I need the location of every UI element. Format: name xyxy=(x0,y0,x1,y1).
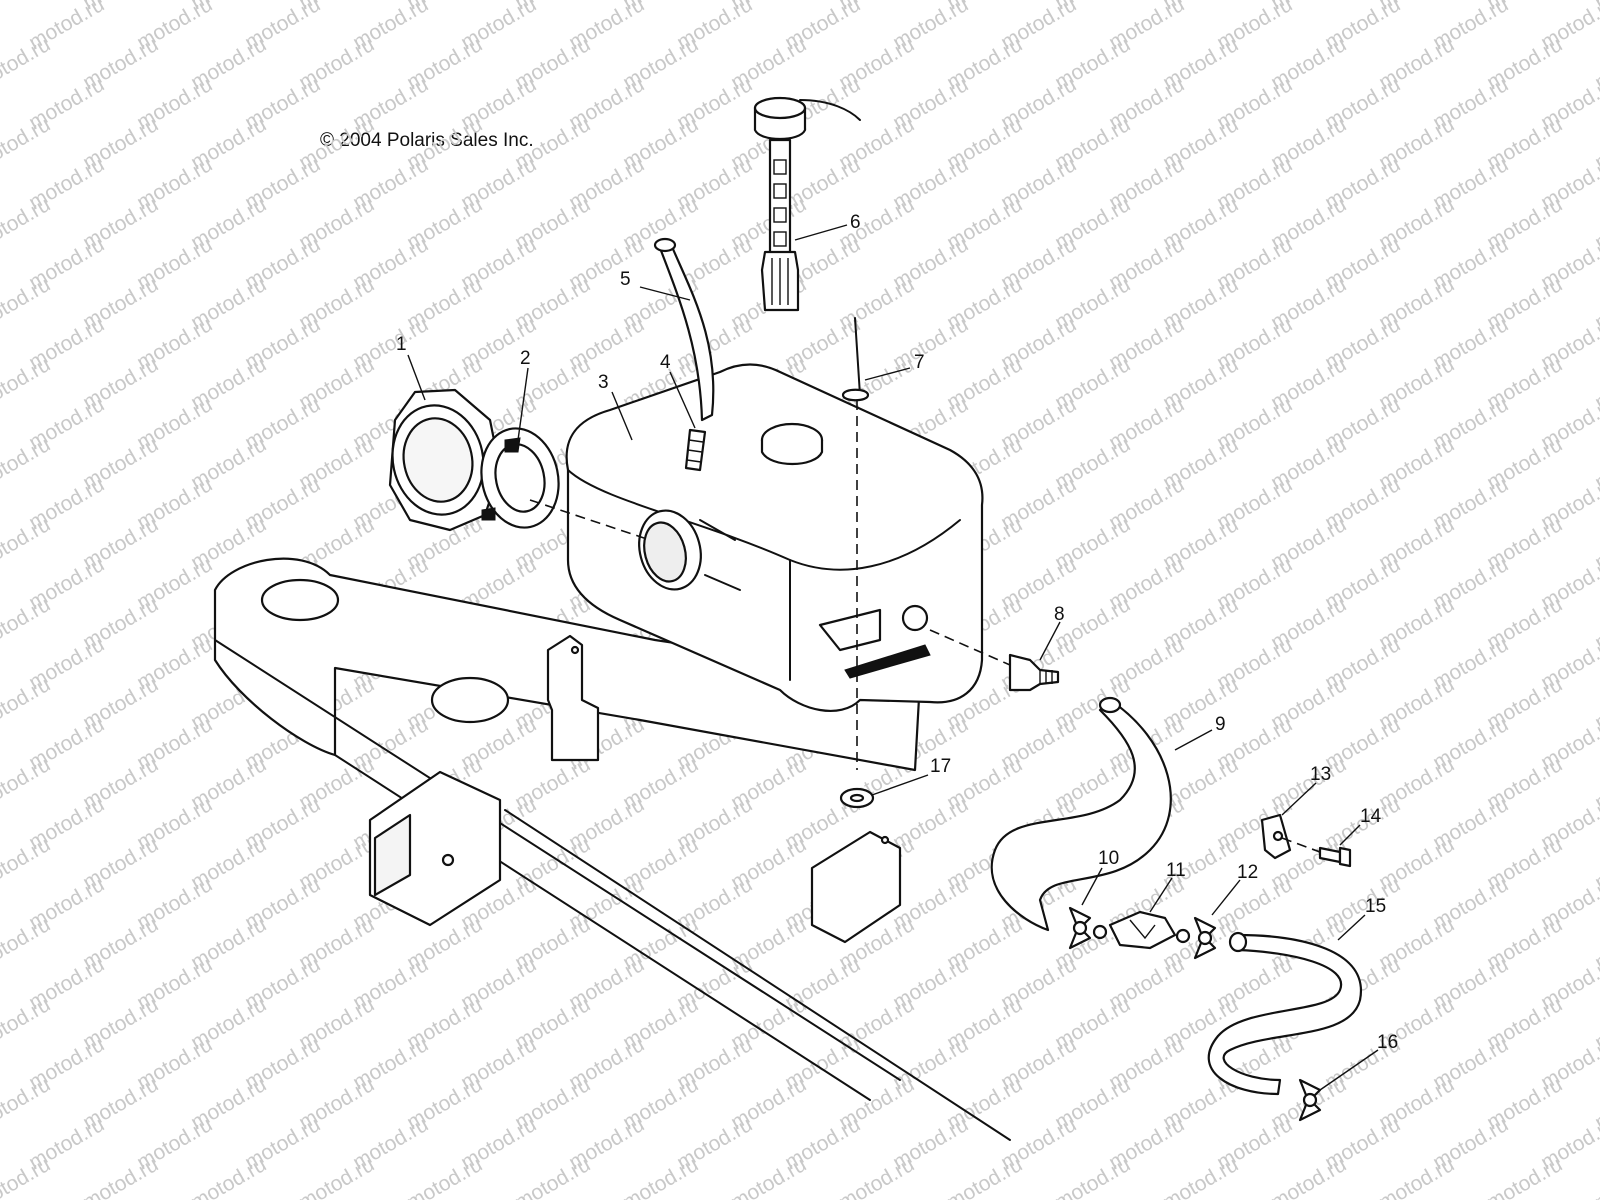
fuel-line-end xyxy=(1098,696,1122,714)
callout-11: 11 xyxy=(1166,860,1186,881)
watermark-text: motod.ru xyxy=(0,193,54,254)
watermark-text: motod.ru xyxy=(295,1153,378,1200)
watermark-text: motod.ru xyxy=(403,1153,486,1200)
callout-17: 17 xyxy=(930,756,951,777)
leader-lines xyxy=(407,224,1379,1091)
callout-1: 1 xyxy=(396,334,407,355)
watermark-text: motod.ru xyxy=(0,753,54,814)
watermark-text: motod.ru xyxy=(0,593,54,654)
watermark-text: motod.ru xyxy=(511,1153,594,1200)
watermark-text: motod.ru xyxy=(1483,1153,1566,1200)
fuel-line-upper xyxy=(990,698,1172,932)
washer xyxy=(839,787,875,809)
watermark-text: motod.ru xyxy=(1591,1153,1600,1200)
callout-9: 9 xyxy=(1215,714,1226,735)
callout-5: 5 xyxy=(620,269,631,290)
fuel-line-lower xyxy=(1207,933,1363,1096)
callout-13: 13 xyxy=(1310,764,1331,785)
watermark-text: motod.ru xyxy=(0,513,54,574)
watermark-text: motod.ru xyxy=(727,1153,810,1200)
callout-12: 12 xyxy=(1237,862,1258,883)
callout-6: 6 xyxy=(850,212,861,233)
cap-alignment-line xyxy=(529,499,651,541)
watermark-text: motod.ru xyxy=(1375,1153,1458,1200)
fuel-gauge xyxy=(753,96,861,312)
watermark-text: motod.ru xyxy=(0,0,54,14)
screw xyxy=(841,317,870,402)
fuel-filter xyxy=(1092,910,1191,950)
watermark-text: motod.ru xyxy=(0,33,54,94)
callout-14: 14 xyxy=(1360,806,1382,827)
watermark-text: motod.ru xyxy=(0,273,54,334)
hose-clamp-10 xyxy=(1068,906,1092,950)
watermark-text: motod.ru xyxy=(1267,1153,1350,1200)
callout-2: 2 xyxy=(520,348,531,369)
callouts: 1 2 3 4 5 6 7 8 9 10 11 12 13 14 15 16 1… xyxy=(396,212,1398,1053)
watermark-text: motod.ru xyxy=(1051,1153,1134,1200)
callout-15: 15 xyxy=(1365,896,1386,917)
fuel-tank xyxy=(565,363,984,712)
watermark-text: motod.ru xyxy=(619,1153,702,1200)
watermark-text: motod.ru xyxy=(0,993,54,1054)
watermark-text: motod.ru xyxy=(0,353,54,414)
watermark-text: motod.ru xyxy=(187,1153,270,1200)
copyright-notice: © 2004 Polaris Sales Inc. xyxy=(320,130,534,151)
callout-8: 8 xyxy=(1054,604,1065,625)
bolt xyxy=(1318,846,1352,868)
callout-7: 7 xyxy=(914,352,925,373)
fuel-line-lower-end xyxy=(1228,931,1248,953)
callout-3: 3 xyxy=(598,372,609,393)
watermark-text: motod.ru xyxy=(1159,1153,1242,1200)
callout-10: 10 xyxy=(1098,848,1119,869)
mounting-clip xyxy=(1260,813,1292,860)
vent-hose xyxy=(653,237,715,422)
callout-16: 16 xyxy=(1377,1032,1398,1053)
watermark-text: motod.ru xyxy=(0,433,54,494)
watermark-text: motod.ru xyxy=(0,913,54,974)
vent-fitting xyxy=(684,428,707,472)
watermark-text: motod.ru xyxy=(0,113,54,174)
callout-4: 4 xyxy=(660,352,671,373)
hose-clamp-12 xyxy=(1193,916,1217,960)
frame-rack xyxy=(213,557,1011,1141)
watermark-text: motod.ru xyxy=(0,673,54,734)
watermark-text: motod.ru xyxy=(79,1153,162,1200)
fuel-cap xyxy=(388,388,502,532)
fitting-alignment-line xyxy=(929,629,1011,666)
outlet-fitting xyxy=(1008,653,1060,692)
watermark-text: motod.ru xyxy=(835,1153,918,1200)
watermark-text: motod.ru xyxy=(0,1073,54,1134)
bolt-alignment-line xyxy=(1281,837,1321,853)
watermark-text: motod.ru xyxy=(0,833,54,894)
watermark-text: motod.ru xyxy=(943,1153,1026,1200)
